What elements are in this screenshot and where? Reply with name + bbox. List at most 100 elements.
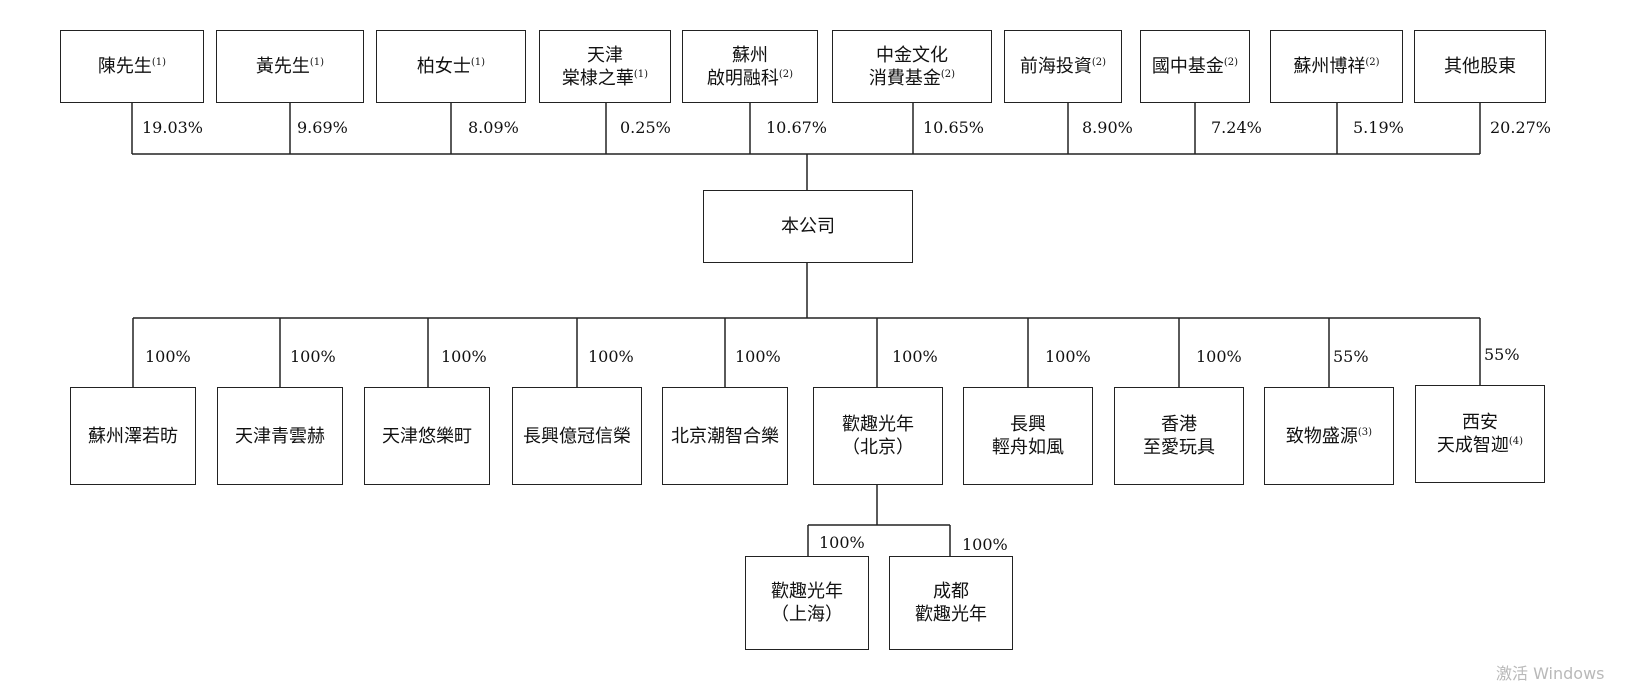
entity-name-text: 天津悠樂町 (382, 425, 472, 447)
os-watermark: 激活 Windows (1496, 664, 1605, 683)
subsidiary-box: 長興億冠信榮 (512, 387, 642, 485)
subsidiary-box: 北京潮智合樂 (662, 387, 788, 485)
entity-name-text: 成都 (933, 581, 969, 602)
entity-name-line: 前海投資(2) (1020, 55, 1106, 78)
shareholding-percentage: 8.09% (468, 118, 519, 137)
shareholding-percentage: 9.69% (297, 118, 348, 137)
entity-name-text: 黃先生 (255, 56, 310, 77)
entity-name-text: 香港 (1161, 414, 1197, 435)
shareholder-box: 國中基金(2) (1140, 30, 1250, 103)
subsidiary-percentage: 55% (1484, 345, 1520, 364)
entity-name-line: 致物盛源(3) (1286, 425, 1372, 448)
subsidiary-box: 蘇州澤若昉 (70, 387, 196, 485)
footnote-marker: (1) (151, 57, 167, 68)
entity-name-text: 天成智迦 (1436, 435, 1509, 456)
entity-name-line: 棠棣之華(1) (562, 67, 648, 90)
grandchild-box: 歡趣光年（上海） (745, 556, 869, 650)
subsidiary-percentage: 100% (735, 347, 781, 366)
shareholder-box: 蘇州博祥(2) (1270, 30, 1403, 103)
entity-name-text: 致物盛源 (1285, 425, 1358, 447)
entity-name-line: 北京潮智合樂 (671, 425, 779, 448)
subsidiary-percentage: 100% (892, 347, 938, 366)
entity-name-text: 蘇州 (732, 44, 768, 66)
footnote-marker: (3) (1357, 426, 1373, 438)
entity-name-text: 前海投資 (1019, 56, 1092, 77)
subsidiary-box: 西安天成智迦(4) (1415, 385, 1545, 483)
subsidiary-box: 天津青雲赫 (217, 387, 343, 485)
shareholding-percentage: 8.90% (1082, 118, 1133, 137)
entity-name-line: 輕舟如風 (992, 436, 1064, 459)
footnote-marker: (2) (1365, 57, 1380, 68)
subsidiary-box: 長興輕舟如風 (963, 387, 1093, 485)
entity-name-line: 成都 (933, 580, 969, 603)
entity-name-line: 其他股東 (1444, 55, 1516, 78)
subsidiary-box: 香港至愛玩具 (1114, 387, 1244, 485)
entity-name-text: 北京潮智合樂 (671, 425, 779, 447)
entity-name-text: 中金文化 (876, 44, 948, 66)
shareholder-box: 中金文化消費基金(2) (832, 30, 992, 103)
footnote-marker: (2) (1223, 57, 1239, 68)
entity-name-line: 至愛玩具 (1143, 436, 1215, 459)
entity-name-line: 天津青雲赫 (235, 425, 325, 448)
subsidiary-box: 天津悠樂町 (364, 387, 490, 485)
entity-name-text: 歡趣光年 (915, 604, 987, 625)
footnote-marker: (4) (1508, 436, 1524, 447)
entity-name-text: （北京） (842, 437, 914, 458)
shareholding-percentage: 7.24% (1211, 118, 1262, 137)
subsidiary-box: 致物盛源(3) (1264, 387, 1394, 485)
entity-name-text: 啟明融科 (706, 67, 779, 89)
shareholding-percentage: 10.67% (766, 118, 828, 137)
entity-name-line: 天津悠樂町 (382, 425, 472, 448)
entity-name-line: 國中基金(2) (1152, 55, 1238, 78)
subsidiary-percentage: 100% (1196, 347, 1242, 366)
shareholder-box: 蘇州啟明融科(2) (682, 30, 818, 103)
entity-name-text: 其他股東 (1444, 56, 1516, 77)
shareholder-box: 其他股東 (1414, 30, 1546, 103)
entity-name-line: 歡趣光年 (915, 603, 987, 626)
entity-name-line: 歡趣光年 (842, 413, 914, 436)
grandchild-box: 成都歡趣光年 (889, 556, 1013, 650)
shareholding-percentage: 10.65% (923, 118, 985, 137)
footnote-marker: (1) (309, 57, 325, 68)
subsidiary-percentage: 55% (1333, 347, 1369, 366)
shareholding-percentage: 0.25% (620, 118, 671, 137)
shareholding-percentage: 20.27% (1490, 118, 1552, 137)
grandchild-percentage: 100% (819, 533, 865, 552)
entity-name-line: 消費基金(2) (869, 67, 955, 90)
entity-name-line: （北京） (842, 436, 914, 459)
shareholder-box: 黃先生(1) (216, 30, 364, 103)
entity-name-line: 長興億冠信榮 (523, 425, 631, 448)
entity-name-line: 蘇州澤若昉 (88, 425, 178, 448)
footnote-marker: (1) (470, 57, 486, 68)
entity-name-text: 蘇州澤若昉 (88, 425, 178, 447)
shareholding-percentage: 5.19% (1353, 118, 1404, 137)
entity-name-line: 天成智迦(4) (1437, 434, 1523, 457)
entity-name-text: 柏女士 (416, 56, 471, 77)
entity-name-text: 天津青雲赫 (235, 425, 325, 447)
footnote-marker: (1) (633, 68, 649, 80)
shareholder-box: 天津棠棣之華(1) (539, 30, 671, 103)
entity-name-text: 歡趣光年 (842, 414, 914, 435)
entity-name-text: 天津 (587, 44, 623, 66)
shareholding-percentage: 19.03% (142, 118, 204, 137)
subsidiary-box: 歡趣光年（北京） (813, 387, 943, 485)
entity-name-text: 歡趣光年 (771, 581, 843, 602)
entity-name-text: 本公司 (781, 216, 835, 237)
subsidiary-percentage: 100% (441, 347, 487, 366)
entity-name-text: 長興億冠信榮 (523, 425, 631, 447)
entity-name-line: 陳先生(1) (98, 55, 166, 78)
entity-name-text: 輕舟如風 (992, 437, 1064, 458)
entity-name-text: 國中基金 (1151, 56, 1224, 77)
entity-name-line: 柏女士(1) (417, 55, 485, 78)
shareholder-box: 柏女士(1) (376, 30, 526, 103)
footnote-marker: (2) (1091, 57, 1107, 68)
entity-name-line: 啟明融科(2) (707, 67, 793, 90)
entity-name-line: 本公司 (781, 215, 835, 238)
entity-name-text: 蘇州博祥 (1293, 56, 1366, 77)
entity-name-text: （上海） (771, 604, 843, 625)
entity-name-text: 陳先生 (97, 56, 152, 77)
entity-name-line: 天津 (587, 44, 623, 67)
entity-name-line: 中金文化 (876, 44, 948, 67)
subsidiary-percentage: 100% (1045, 347, 1091, 366)
